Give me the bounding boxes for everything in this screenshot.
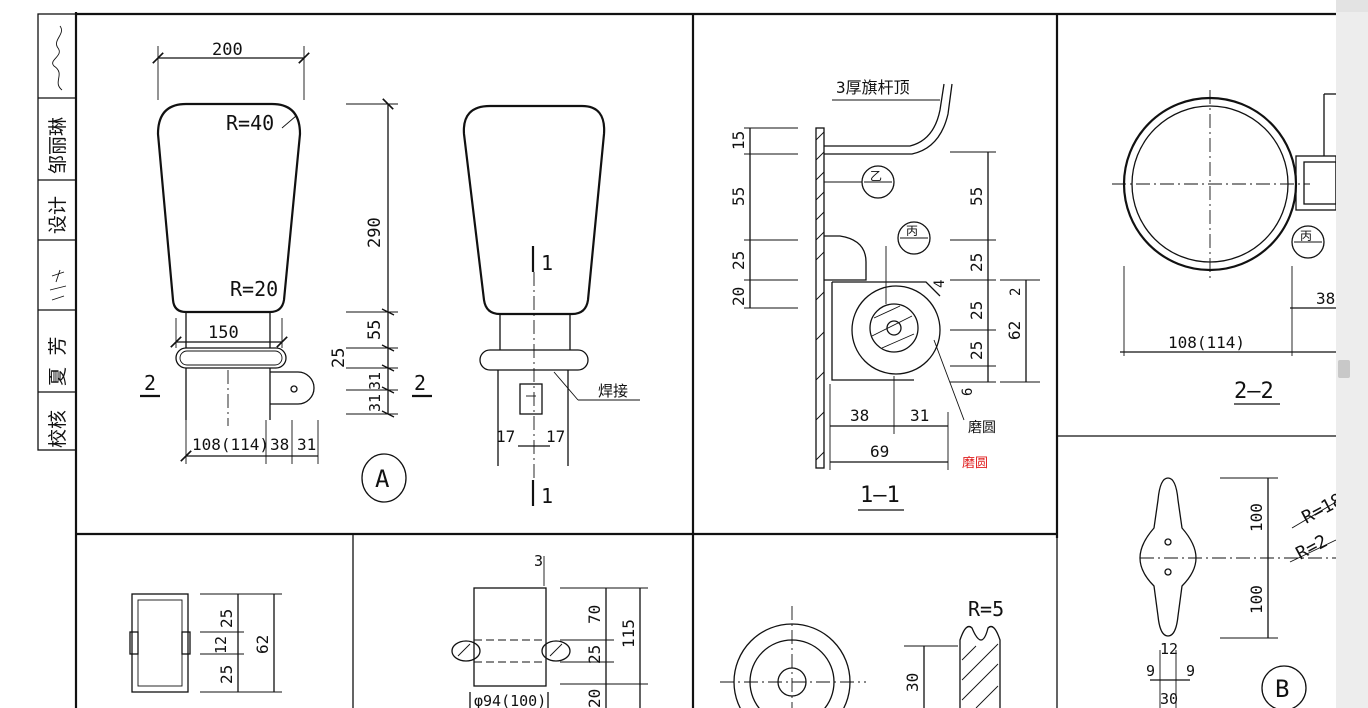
detail-b-dim-100a: 100 xyxy=(1247,503,1266,532)
detail-a-sec-2-left: 2 xyxy=(144,371,156,395)
detail-b-dim-100b: 100 xyxy=(1247,585,1266,614)
detail-a-dim-17b: 17 xyxy=(546,427,565,446)
section-1-1-dim-25r2: 25 xyxy=(967,301,986,320)
bottom-1-dim-25b: 25 xyxy=(217,665,236,684)
section-1-1: 3厚旗杆顶 乙 丙 15 55 25 20 xyxy=(729,78,1040,511)
bottom-2-dim-3: 3 xyxy=(534,552,543,570)
section-1-1-tag-yi: 乙 xyxy=(870,169,882,183)
detail-b-r-bot: R=2 xyxy=(1292,531,1331,565)
scroll-up-button[interactable] xyxy=(1336,0,1368,12)
title-item-jiaohe: 校核 xyxy=(47,410,69,448)
detail-a-dim-55: 55 xyxy=(365,320,385,340)
bottom-2-dim-70: 70 xyxy=(585,605,604,624)
title-item-sheji: 设计 xyxy=(47,196,69,234)
bottom-detail-2: 3 70 25 115 20 φ94(100) xyxy=(451,552,648,708)
detail-a-r20: R=20 xyxy=(230,277,278,301)
bottom-1-dim-62: 62 xyxy=(253,635,272,654)
detail-a-dim-150: 150 xyxy=(208,323,239,343)
section-1-1-dim-6: 6 xyxy=(960,388,976,396)
detail-a-dim-17a: 17 xyxy=(496,427,515,446)
title-block: 校核 夏 芳 设计 邹丽琳 xyxy=(37,12,1336,708)
section-1-1-dim-62: 62 xyxy=(1005,321,1024,340)
section-2-2: 丙 108(114) 38 2—2 xyxy=(1112,90,1337,405)
detail-b-dim-12: 12 xyxy=(1160,640,1178,658)
detail-a-r40: R=40 xyxy=(226,111,274,135)
section-2-2-tag-bing: 丙 xyxy=(1300,229,1312,243)
detail-a-dim-25: 25 xyxy=(329,348,349,368)
detail-a-label: A xyxy=(375,465,390,493)
signature-mid xyxy=(49,269,67,301)
detail-a-dim-108: 108(114) xyxy=(192,435,269,454)
section-1-1-dim-31: 31 xyxy=(910,406,929,425)
detail-a-side-view: 1 1 焊接 17 17 xyxy=(462,104,640,508)
bottom-1-dim-12: 12 xyxy=(212,636,230,654)
section-1-1-dim-20: 20 xyxy=(729,287,748,306)
bottom-2-dim-115: 115 xyxy=(619,619,638,648)
section-1-1-note-grind-red: 磨圆 xyxy=(962,456,988,471)
section-1-1-dim-2: 2 xyxy=(1008,288,1024,296)
section-1-1-note-grind: 磨圆 xyxy=(968,420,996,436)
section-1-1-dim-25r3: 25 xyxy=(967,341,986,360)
detail-a-dim-38: 38 xyxy=(270,435,289,454)
detail-b-dim-9a: 9 xyxy=(1146,662,1155,680)
detail-a-sec-1-top: 1 xyxy=(541,251,553,275)
detail-b: 100 100 R=18 R=2 12 9 9 30 B xyxy=(1139,477,1347,708)
section-1-1-dim-15: 15 xyxy=(729,131,748,150)
detail-a-front-view: 200 R=40 R=20 150 108(114) 38 31 2 2 xyxy=(140,40,432,503)
bottom-detail-3: R=5 30 xyxy=(720,597,1004,708)
detail-a-dim-200: 200 xyxy=(212,40,243,60)
section-1-1-dim-38: 38 xyxy=(850,406,869,425)
bottom-2-dim-dia: φ94(100) xyxy=(474,692,546,708)
detail-a-dim-31c: 31 xyxy=(366,394,384,412)
detail-b-label: B xyxy=(1275,675,1289,703)
section-2-2-dim-38: 38 xyxy=(1316,289,1335,308)
drawing-frame xyxy=(76,14,1336,708)
section-1-1-note-top: 3厚旗杆顶 xyxy=(836,78,910,97)
section-1-1-dim-69: 69 xyxy=(870,442,889,461)
detail-a-dim-31: 31 xyxy=(297,435,316,454)
detail-a-sec-1-bottom: 1 xyxy=(541,484,553,508)
section-1-1-label: 1—1 xyxy=(860,483,900,508)
bottom-1-dim-25a: 25 xyxy=(217,609,236,628)
title-item-xiafang: 夏 芳 xyxy=(47,337,69,386)
title-item-designer: 邹丽琳 xyxy=(47,117,69,174)
bottom-3-r5: R=5 xyxy=(968,597,1004,621)
section-1-1-dim-25r: 25 xyxy=(967,253,986,272)
section-1-1-dim-55: 55 xyxy=(729,187,748,206)
detail-a-sec-2-right: 2 xyxy=(414,371,426,395)
bottom-2-dim-20: 20 xyxy=(585,689,604,708)
section-2-2-dim-108: 108(114) xyxy=(1168,333,1245,352)
detail-b-dim-9b: 9 xyxy=(1186,662,1195,680)
engineering-drawing: 校核 夏 芳 设计 邹丽琳 200 R=40 R=2 xyxy=(37,12,1347,708)
section-1-1-dim-4: 4 xyxy=(932,280,948,288)
section-1-1-dim-25: 25 xyxy=(729,251,748,270)
signature-top xyxy=(52,25,63,91)
bottom-3-dim-30: 30 xyxy=(903,673,922,692)
scrollbar-thumb[interactable] xyxy=(1338,360,1350,378)
section-1-1-dim-55r: 55 xyxy=(967,187,986,206)
detail-a-dim-290: 290 xyxy=(365,217,385,248)
bottom-detail-1: 25 12 25 62 xyxy=(129,593,282,693)
detail-b-dim-30: 30 xyxy=(1160,690,1178,708)
bottom-2-dim-25: 25 xyxy=(585,645,604,664)
detail-a-dim-31b: 31 xyxy=(366,372,384,390)
section-1-1-tag-bing: 丙 xyxy=(906,224,918,238)
detail-a-weld-note: 焊接 xyxy=(598,382,628,400)
section-2-2-label: 2—2 xyxy=(1234,379,1274,404)
vertical-scrollbar[interactable] xyxy=(1336,0,1368,708)
